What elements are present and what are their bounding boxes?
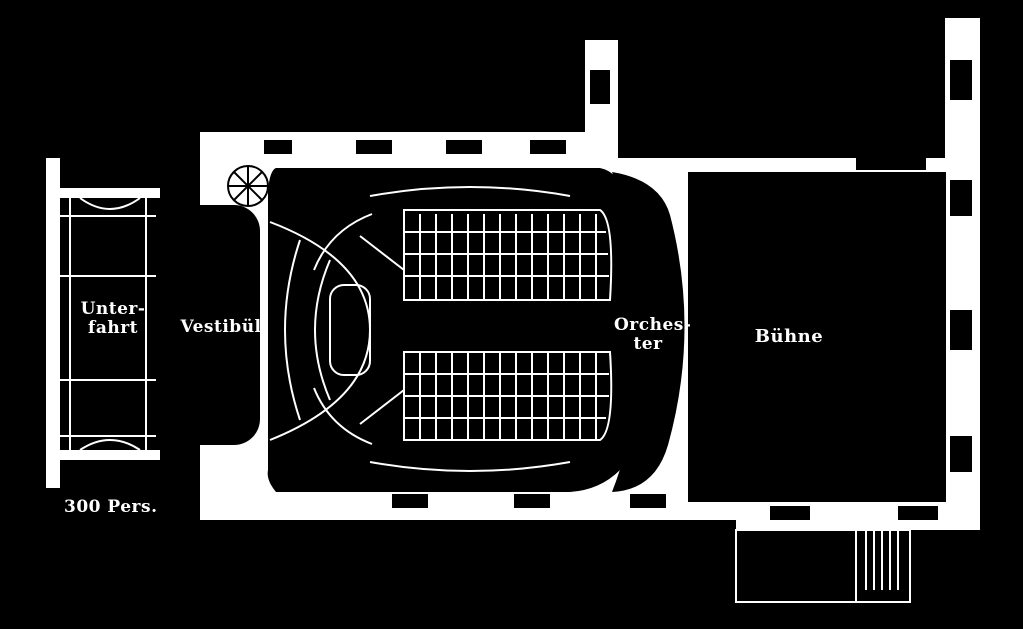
unterfahrt-lines bbox=[60, 197, 156, 451]
label-unterfahrt-line2: fahrt bbox=[88, 318, 138, 338]
rooms bbox=[60, 40, 946, 502]
label-vestibul: Vestibül bbox=[180, 317, 262, 337]
seating-lower bbox=[403, 351, 613, 441]
label-capacity: 300 Pers. bbox=[64, 497, 158, 517]
lower-annex bbox=[735, 529, 911, 603]
label-orchester-line1: Orches- bbox=[614, 315, 692, 335]
seating-upper bbox=[403, 209, 613, 301]
room-orchestra bbox=[612, 172, 685, 492]
label-unterfahrt: Unter- fahrt bbox=[80, 300, 146, 338]
room-unterfahrt bbox=[60, 198, 156, 450]
label-buhne: Bühne bbox=[754, 326, 824, 347]
room-auditorium bbox=[267, 168, 665, 492]
label-orchester: Orches- ter bbox=[614, 315, 692, 354]
wall-notches bbox=[264, 60, 972, 520]
room-vestibul bbox=[170, 205, 260, 445]
room-stage bbox=[688, 172, 946, 502]
label-orchester-line2: ter bbox=[633, 334, 663, 354]
label-unterfahrt-line1: Unter- bbox=[80, 299, 146, 319]
spiral-stair bbox=[227, 165, 269, 207]
curved-seating bbox=[269, 186, 571, 472]
